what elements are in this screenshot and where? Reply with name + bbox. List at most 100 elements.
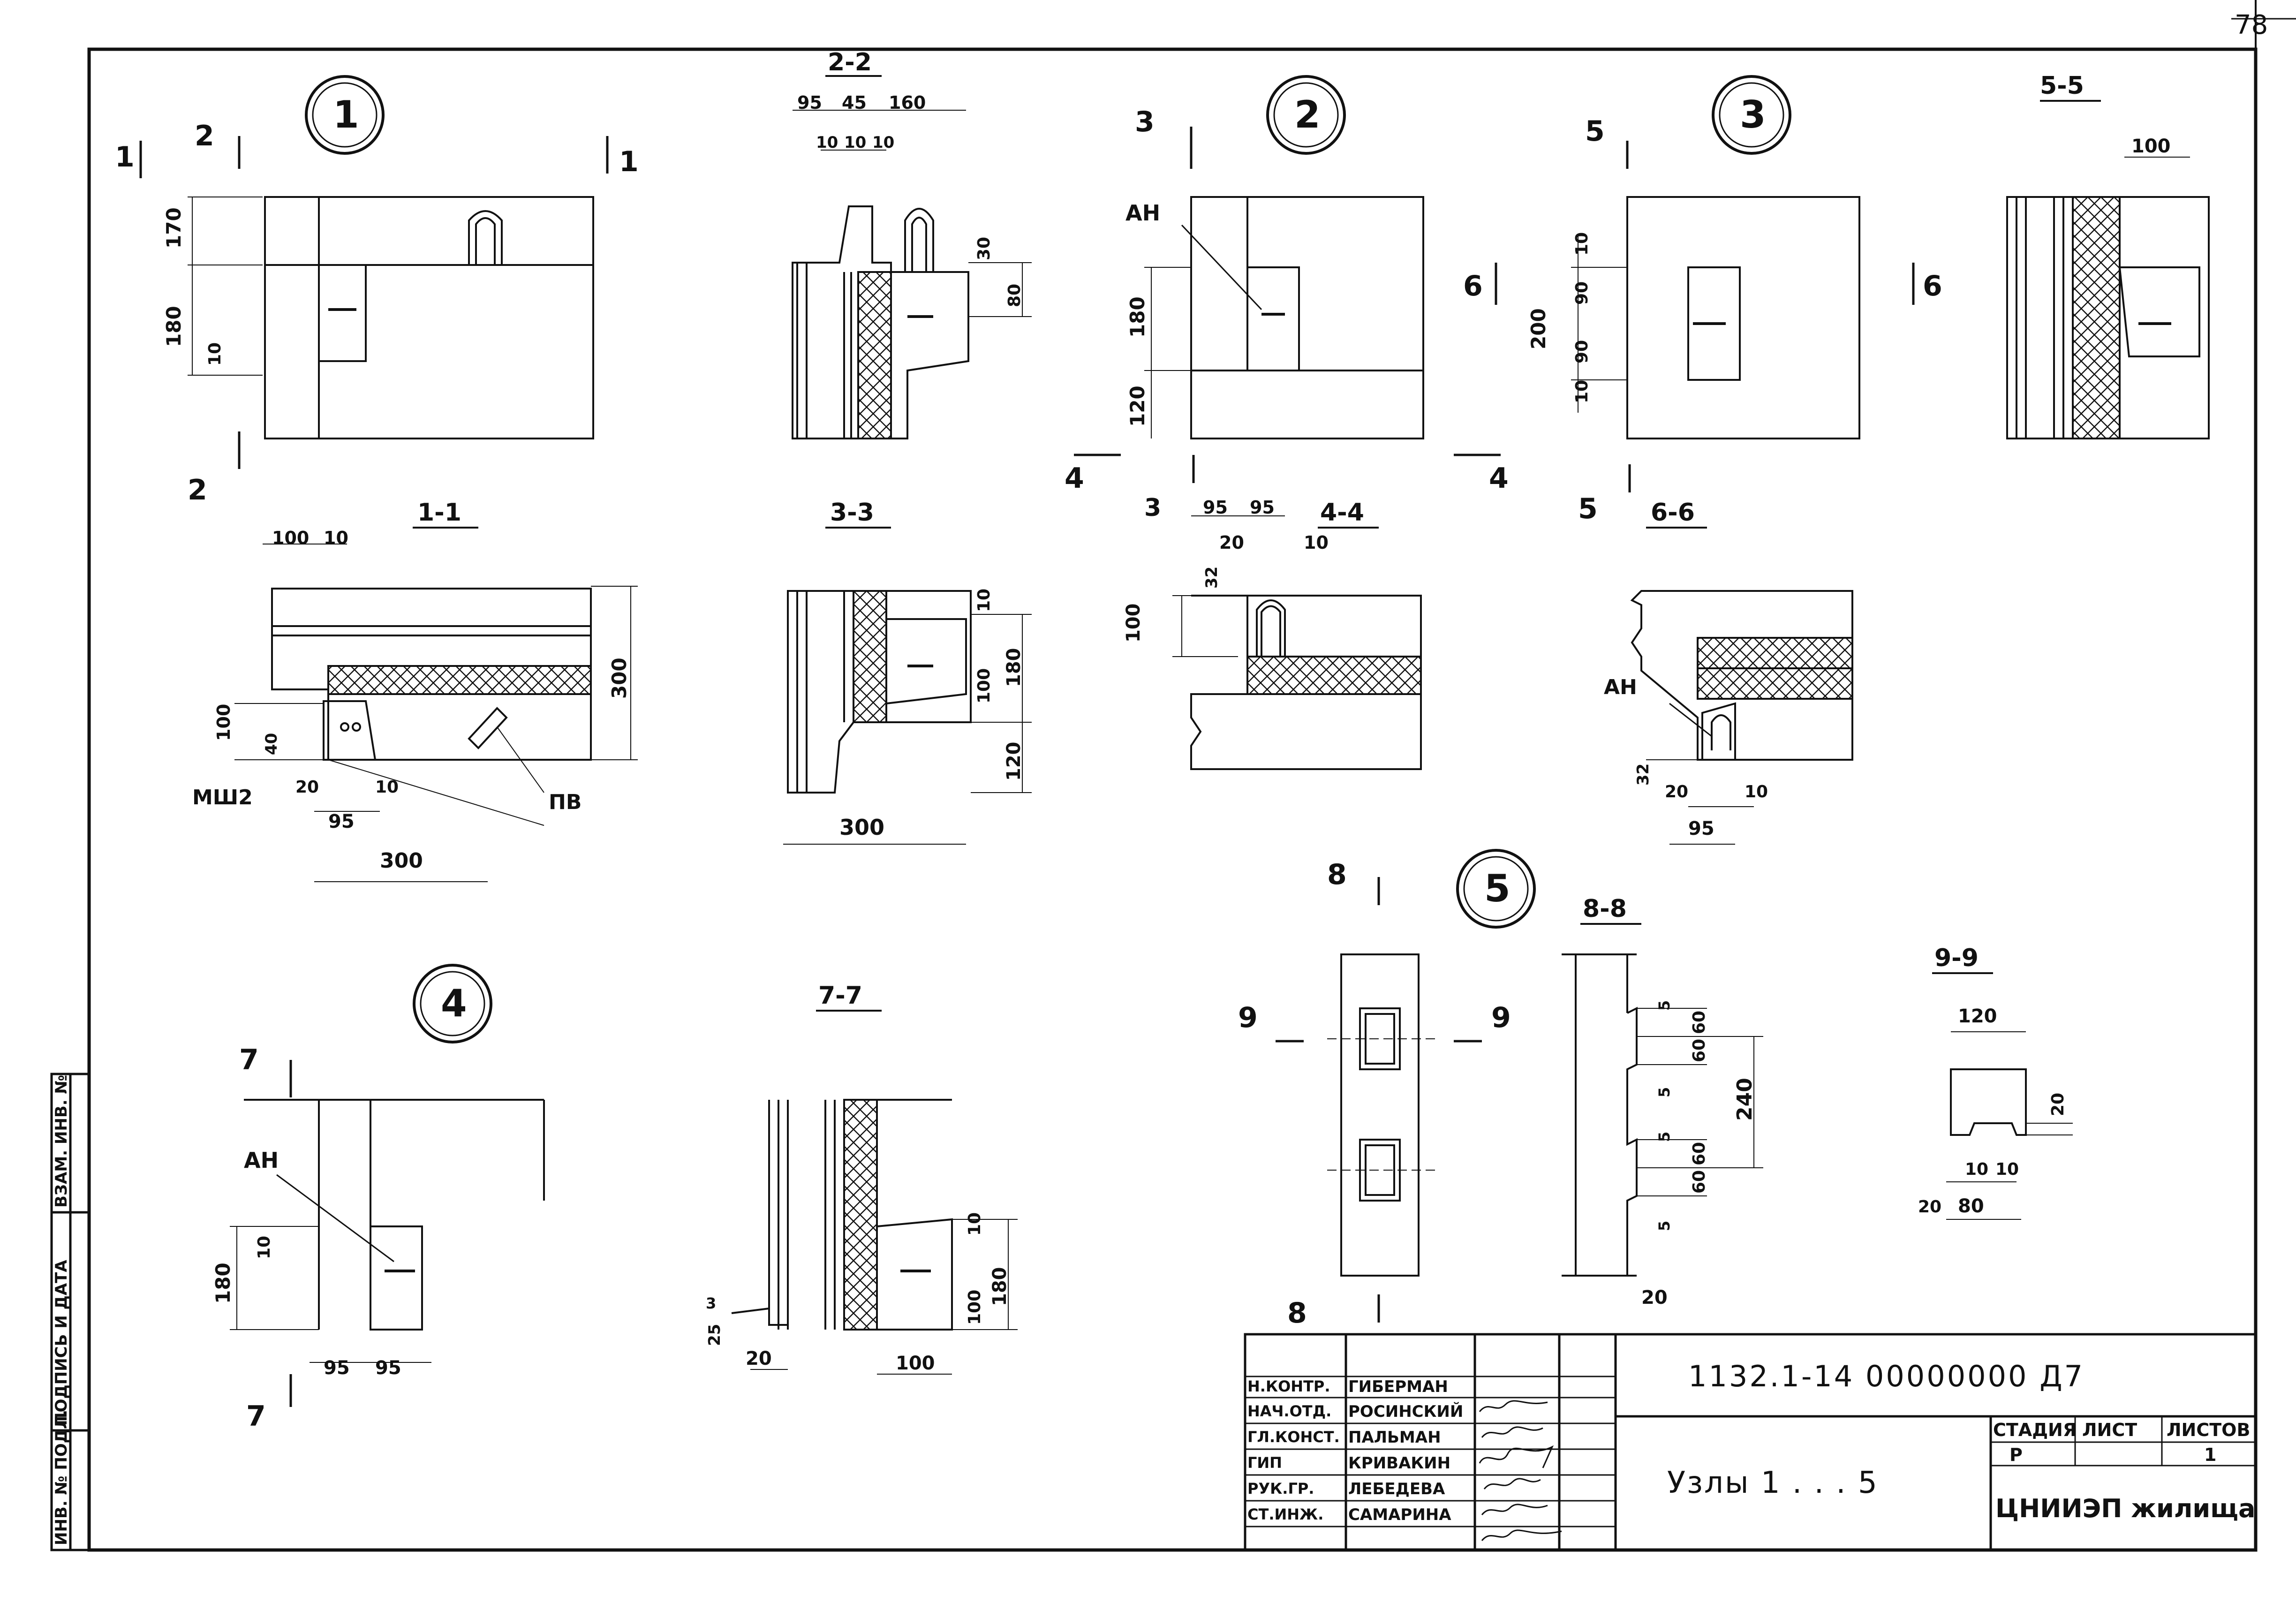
cut-marker-2-top: 2	[195, 120, 214, 152]
name-palman: ПАЛЬМАН	[1348, 1428, 1441, 1447]
sheet-frame	[87, 0, 2296, 1552]
role-gl-konst: ГЛ.КОНСТ.	[1247, 1428, 1340, 1446]
name-samarina: САМАРИНА	[1348, 1505, 1451, 1524]
section-4-4	[1074, 454, 1501, 770]
section-6-6-dim-95: 95	[1688, 818, 1714, 839]
node-3-dim-90a: 90	[1572, 281, 1592, 305]
cut-marker-8-bottom: 8	[1287, 1297, 1307, 1330]
signature-scribbles	[1479, 1400, 1562, 1541]
organization-name: ЦНИИЭП жилища	[1995, 1494, 2256, 1523]
section-4-4-dim-10: 10	[1304, 532, 1329, 553]
section-1-1-title: 1-1	[417, 499, 461, 527]
section-7-7-dim-20: 20	[746, 1348, 772, 1369]
side-stamp-inv-podl: ИНВ. № ПОДЛ.	[52, 1410, 71, 1545]
sheets-header: ЛИСТОВ	[2167, 1420, 2251, 1440]
callout-an-section-6-6: АН	[1604, 675, 1637, 699]
role-gip: ГИП	[1247, 1454, 1282, 1472]
cut-marker-5-top: 5	[1585, 115, 1605, 148]
section-9-9-dim-80: 80	[1958, 1195, 1984, 1217]
sheet-header: ЛИСТ	[2082, 1420, 2137, 1440]
section-7-7	[731, 1010, 1018, 1375]
callout-an-node-2: АН	[1125, 200, 1160, 226]
role-ruk-gr: РУК.ГР.	[1247, 1480, 1314, 1497]
node-1-dim-170: 170	[162, 207, 185, 249]
node-2-label: 2	[1294, 93, 1321, 136]
node-2-marker	[1266, 75, 1346, 155]
section-8-8-title: 8-8	[1583, 895, 1627, 923]
section-8-8-dim-20: 20	[1641, 1287, 1668, 1308]
document-code: 1132.1-14 00000000 Д7	[1688, 1359, 2085, 1393]
section-1-1-dim-10: 10	[324, 528, 348, 548]
section-7-7-dim-100: 100	[965, 1290, 984, 1325]
cut-marker-3-bottom: 3	[1144, 494, 1161, 522]
section-9-9-dim-20: 20	[1918, 1197, 1941, 1217]
node-1-elevation	[139, 75, 609, 469]
section-6-6	[1630, 527, 1853, 845]
section-1-1-dim-300-vertical: 300	[608, 658, 631, 699]
cut-marker-7-top: 7	[239, 1043, 259, 1076]
sheet-title: Узлы 1 . . . 5	[1667, 1466, 1879, 1500]
section-8-8-dim-5a: 5	[1655, 1000, 1673, 1011]
cut-marker-1-right: 1	[619, 145, 639, 178]
section-3-3-dim-300: 300	[839, 815, 884, 840]
name-giberman: ГИБЕРМАН	[1348, 1377, 1448, 1396]
side-stamp-signature-date: ПОДПИСЬ И ДАТА	[52, 1260, 71, 1426]
role-n-kontr: Н.КОНТР.	[1247, 1377, 1330, 1395]
node-3-dim-200: 200	[1527, 308, 1550, 349]
cut-marker-5-bottom: 5	[1578, 492, 1598, 525]
cut-marker-8-top: 8	[1327, 858, 1347, 891]
section-2-2-dim-10c: 10	[872, 133, 894, 152]
section-9-9-title: 9-9	[1934, 944, 1979, 972]
section-9-9-dim-20-vertical: 20	[2048, 1093, 2068, 1116]
section-6-6-title: 6-6	[1651, 499, 1695, 527]
section-1-1-dim-100-vertical: 100	[213, 704, 234, 741]
section-1-1-dim-40: 40	[262, 733, 281, 755]
node-5-marker	[1456, 849, 1536, 929]
section-2-2-dim-95: 95	[797, 92, 822, 113]
section-1-1-dim-10b: 10	[375, 778, 399, 797]
node-3-dim-10a: 10	[1572, 232, 1592, 256]
cut-marker-3-top: 3	[1135, 106, 1155, 138]
section-8-8-dim-60d: 60	[1690, 1170, 1709, 1194]
sheet-number: 78	[2235, 10, 2268, 40]
cut-marker-9-left: 9	[1238, 1001, 1258, 1034]
node-1-marker	[305, 75, 385, 155]
cut-marker-6-left: 6	[1463, 270, 1483, 302]
section-5-5-title: 5-5	[2040, 72, 2084, 100]
section-2-2-title: 2-2	[828, 48, 872, 76]
node-1-dim-10: 10	[205, 342, 225, 366]
section-7-7-dim-3: 3	[706, 1294, 716, 1312]
sheets-value: 1	[2204, 1444, 2217, 1465]
section-7-7-dim-10: 10	[965, 1212, 984, 1236]
name-krivakin: КРИВАКИН	[1348, 1454, 1451, 1473]
node-2-elevation	[1144, 75, 1424, 483]
role-nach-otd: НАЧ.ОТД.	[1247, 1402, 1332, 1420]
node-4-elevation	[230, 964, 545, 1407]
side-stamp-vzam-inv: ВЗАМ. ИНВ. №	[52, 1075, 71, 1208]
node-1-label: 1	[333, 93, 359, 136]
section-9-9	[1932, 972, 2073, 1220]
section-8-8-dim-5c: 5	[1655, 1132, 1673, 1142]
section-2-2	[792, 75, 1032, 439]
section-7-7-dim-25: 25	[705, 1324, 724, 1346]
section-4-4-dim-95a: 95	[1203, 497, 1228, 518]
cut-marker-9-right: 9	[1491, 1001, 1511, 1034]
stage-value: Р	[2009, 1444, 2023, 1465]
callout-pv: ПВ	[549, 790, 582, 814]
node-4-dim-10: 10	[255, 1236, 274, 1259]
section-3-3-dim-100: 100	[974, 668, 994, 703]
node-5-elevation	[1276, 849, 1536, 1323]
node-3-dim-10b: 10	[1572, 380, 1592, 403]
cut-marker-6-right: 6	[1923, 270, 1942, 302]
section-9-9-dim-10b: 10	[1995, 1160, 2019, 1179]
cut-marker-1-left: 1	[115, 141, 135, 174]
node-3-dim-90b: 90	[1572, 340, 1592, 363]
stage-header: СТАДИЯ	[1993, 1420, 2077, 1440]
section-9-9-dim-120: 120	[1958, 1006, 1997, 1027]
section-9-9-dim-10a: 10	[1965, 1160, 1988, 1179]
section-1-1	[234, 527, 638, 882]
section-3-3	[783, 527, 1032, 845]
section-7-7-dim-180: 180	[989, 1267, 1011, 1307]
name-lebedeva: ЛЕБЕДЕВА	[1348, 1480, 1445, 1498]
section-6-6-dim-20: 20	[1665, 782, 1688, 802]
